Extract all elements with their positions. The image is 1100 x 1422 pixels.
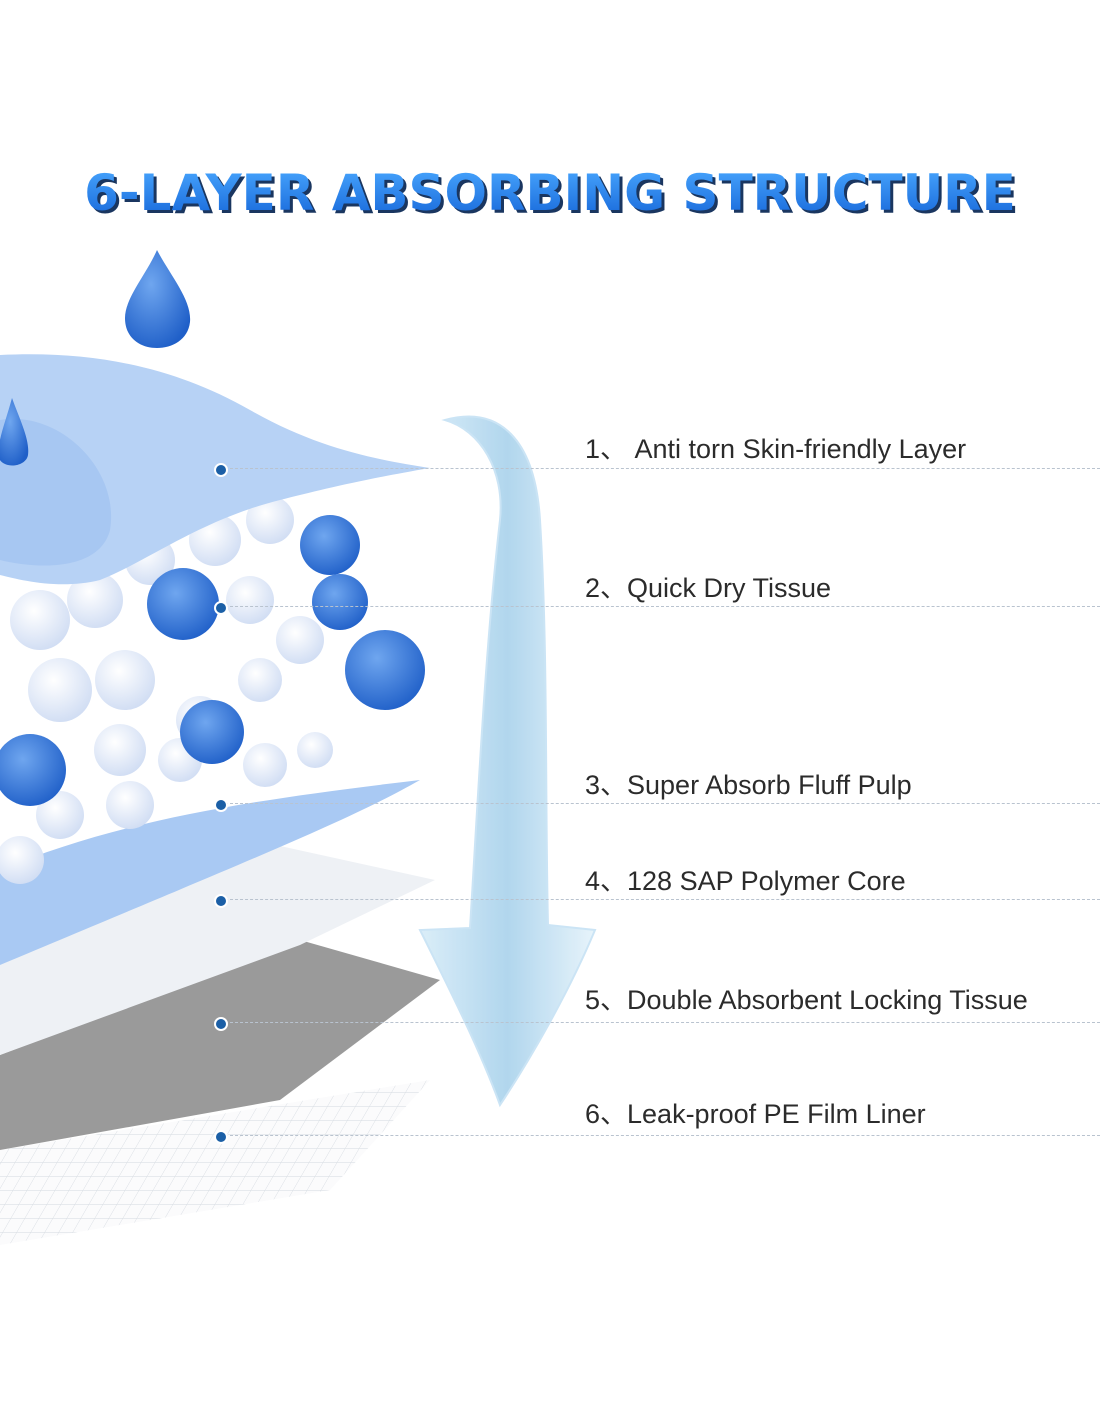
layer-label-6: 6、Leak-proof PE Film Liner (585, 1099, 926, 1129)
water-arrow-icon (418, 415, 597, 1108)
layer-marker-dot-5 (214, 1017, 228, 1031)
layer-label-3: 3、Super Absorb Fluff Pulp (585, 770, 912, 800)
leader-line-1 (225, 468, 1100, 469)
leader-line-6 (225, 1135, 1100, 1136)
leader-line-5 (225, 1022, 1100, 1023)
water-drop-icon (125, 250, 191, 348)
leader-line-3 (225, 803, 1100, 804)
page-title: 6-LAYER ABSORBING STRUCTURE (0, 164, 1100, 222)
absorbent-beads (0, 496, 425, 884)
water-drop-small (0, 398, 29, 466)
layer-label-4: 4、128 SAP Polymer Core (585, 866, 906, 896)
layer-marker-dot-2 (214, 601, 228, 615)
layer-6-pe-film (0, 1080, 430, 1245)
layer-marker-dot-6 (214, 1130, 228, 1144)
layer-marker-dot-3 (214, 798, 228, 812)
layer-label-2: 2、Quick Dry Tissue (585, 573, 832, 603)
leader-line-4 (225, 899, 1100, 900)
layer-3-fluff-pulp (0, 780, 420, 965)
layer-marker-dot-1 (214, 463, 228, 477)
layer-label-5: 5、Double Absorbent Locking Tissue (585, 985, 1028, 1015)
layer-5-locking-tissue (0, 940, 440, 1150)
layer-4-sap-core (0, 835, 435, 1055)
layer-marker-dot-4 (214, 894, 228, 908)
leader-line-2 (225, 606, 1100, 607)
layer-label-1: 1、 Anti torn Skin-friendly Layer (585, 434, 967, 464)
